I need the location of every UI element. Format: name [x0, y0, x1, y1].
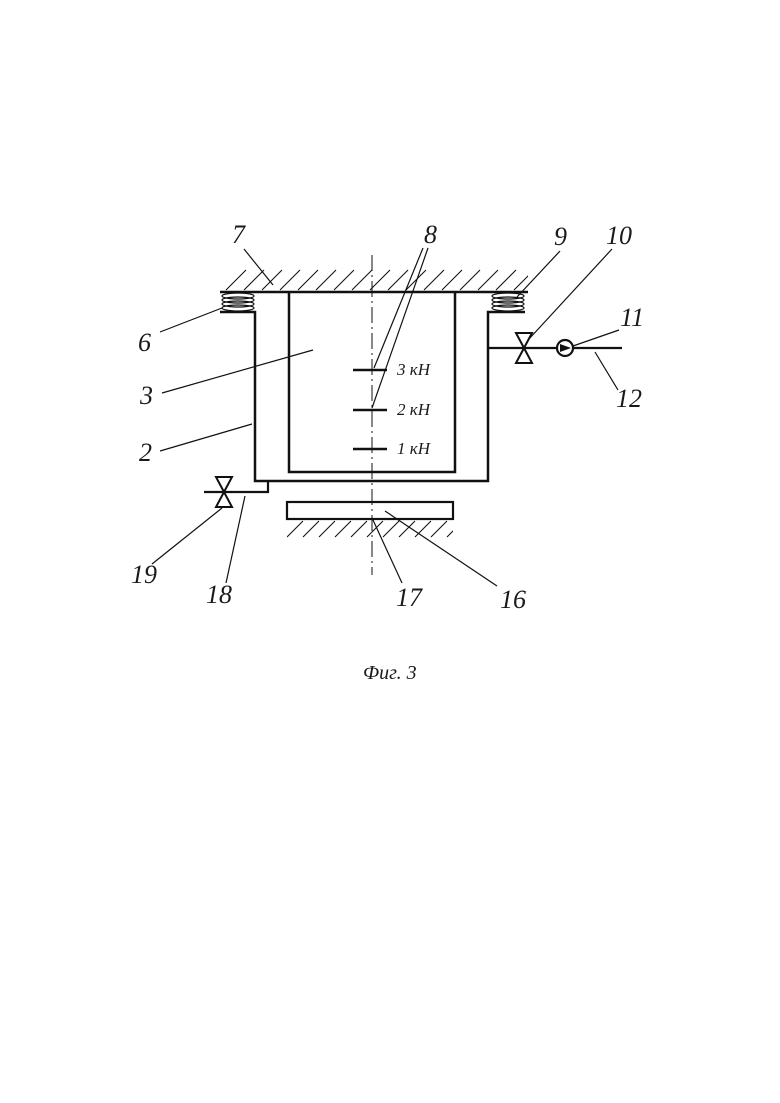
label-3: 3 [139, 381, 153, 410]
scale-label-1kn: 1 кН [397, 439, 432, 458]
base-plate [287, 502, 463, 537]
pump-icon [557, 340, 573, 356]
label-19: 19 [131, 560, 157, 589]
label-17: 17 [396, 583, 423, 612]
scale-label-2kn: 2 кН [397, 400, 432, 419]
label-11: 11 [620, 303, 644, 332]
scale-label-3kn: 3 кН [396, 360, 432, 379]
label-10: 10 [606, 221, 632, 250]
leader-lines [152, 248, 619, 586]
ceiling-support [220, 270, 534, 292]
label-7: 7 [232, 220, 246, 249]
spring-right [492, 293, 524, 311]
supply-line [488, 333, 622, 363]
label-12: 12 [616, 384, 642, 413]
label-2: 2 [139, 438, 152, 467]
label-8: 8 [424, 220, 437, 249]
label-16: 16 [500, 585, 526, 614]
load-scale [353, 370, 387, 449]
figure-caption: Фиг. 3 [363, 662, 417, 684]
label-6: 6 [138, 328, 151, 357]
label-9: 9 [554, 222, 567, 251]
spring-left [222, 293, 254, 311]
label-18: 18 [206, 580, 232, 609]
